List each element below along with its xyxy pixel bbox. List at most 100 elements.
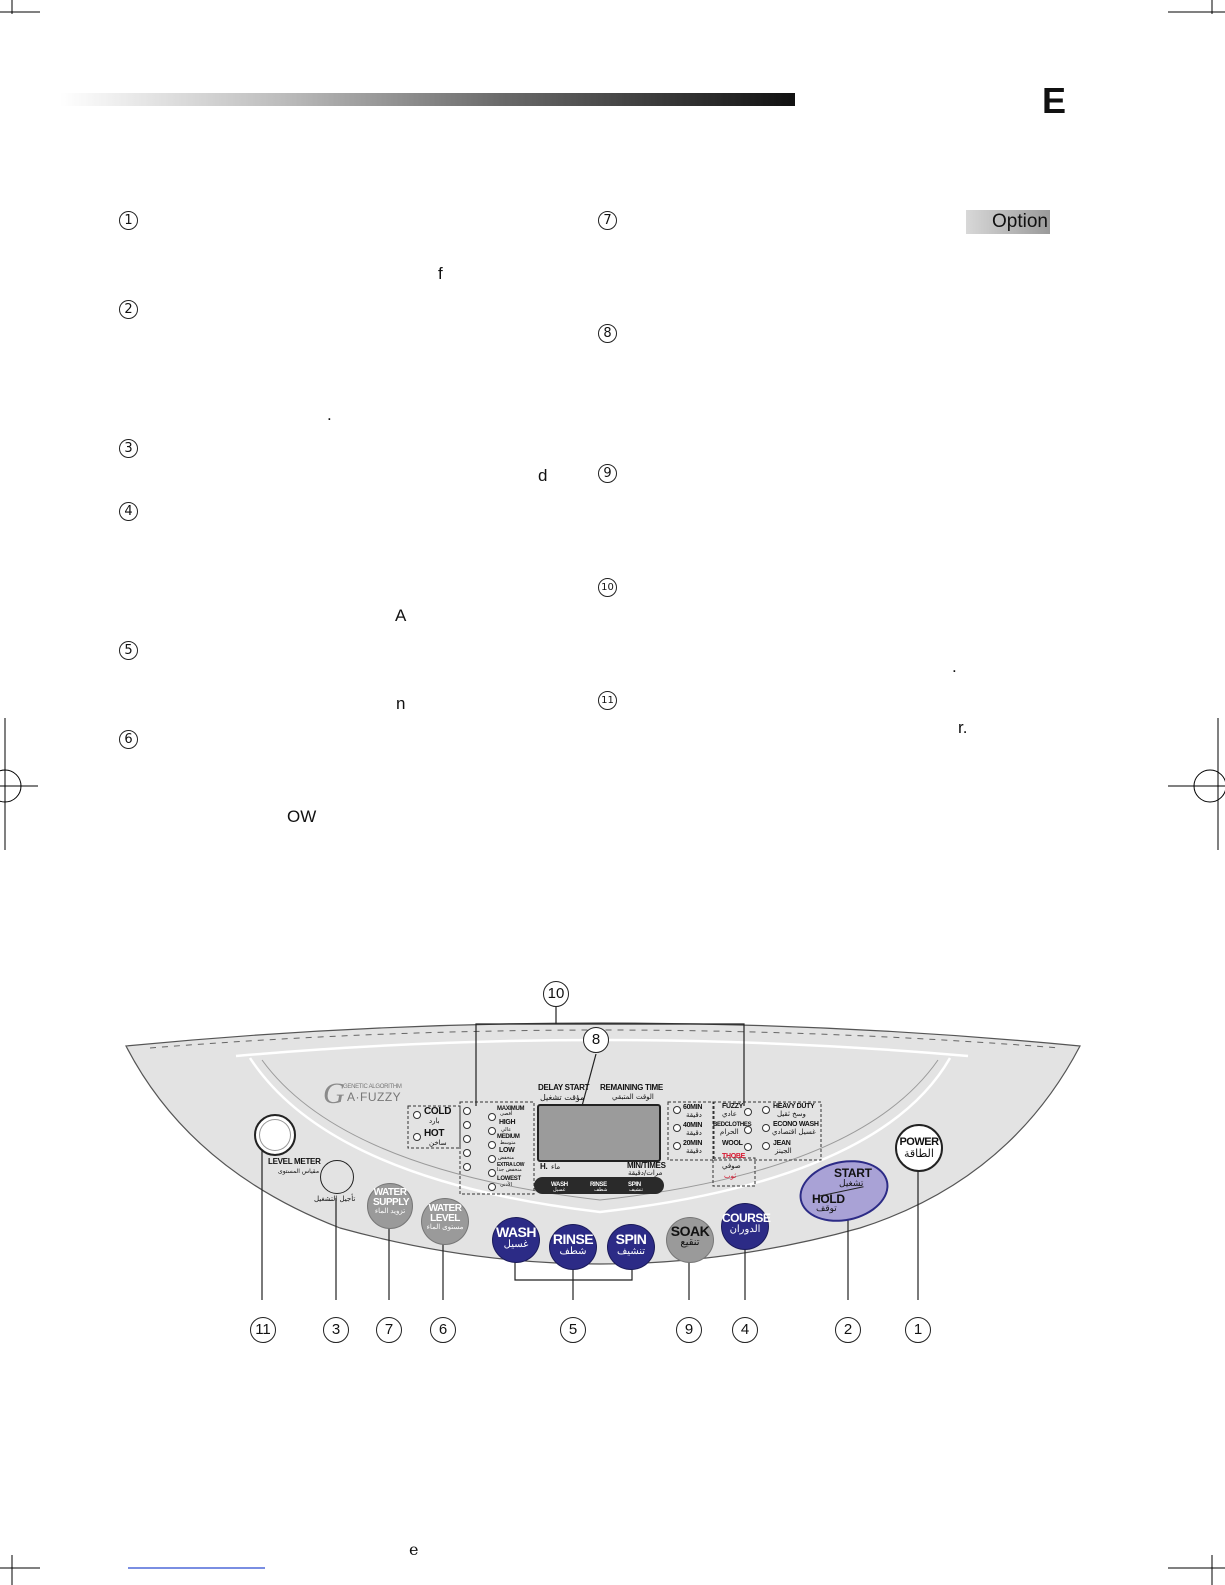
display-right-ar: مرات/دقيقة — [628, 1169, 663, 1177]
led-wool — [744, 1143, 752, 1151]
course-fuzzy: FUZZY — [722, 1103, 744, 1110]
led-level-5 — [463, 1163, 471, 1171]
led-level-9 — [488, 1155, 496, 1163]
soak-button[interactable]: SOAK تنقيع — [666, 1217, 714, 1263]
hold-ar: توقف — [816, 1204, 837, 1214]
item-marker-1: 1 — [119, 211, 138, 230]
item-marker-4: 4 — [119, 502, 138, 521]
delay-start-ar: مؤقت تشغيل — [540, 1093, 585, 1102]
delay-ar: تأجيل التشغيل — [314, 1195, 356, 1203]
soak-20min-ar: دقيقة — [686, 1147, 702, 1155]
level-meter-label: LEVEL METER — [268, 1157, 321, 1166]
callout-11: 11 — [250, 1317, 276, 1343]
callout-1: 1 — [905, 1317, 931, 1343]
level-extra-low: EXTRA LOW — [497, 1162, 525, 1168]
led-cold — [413, 1111, 421, 1119]
callout-8: 8 — [583, 1027, 609, 1053]
delay-button[interactable] — [320, 1160, 354, 1194]
soak-60min: 60MIN — [683, 1104, 703, 1111]
item-marker-11: 11 — [598, 691, 617, 710]
led-level-8 — [488, 1141, 496, 1149]
level-lowest: LOWEST — [497, 1176, 521, 1182]
course-econo-wash-ar: غسيل اقتصادي — [772, 1128, 816, 1136]
display-left-label: H. — [540, 1162, 548, 1171]
stage-bar — [534, 1177, 664, 1194]
led-econo-wash — [762, 1124, 770, 1132]
item-marker-9: 9 — [598, 464, 617, 483]
stage-spin: SPIN — [628, 1182, 641, 1188]
item-marker-10: 10 — [598, 578, 617, 597]
display-right-label: MIN/TIMES — [627, 1161, 666, 1170]
item-1-fragment: f — [438, 264, 443, 283]
section-letter: E — [1042, 80, 1067, 121]
temp-hot: HOT — [424, 1128, 445, 1139]
course-button[interactable]: COURSE الدوران — [721, 1203, 771, 1250]
callout-3: 3 — [323, 1317, 349, 1343]
soak-20min: 20MIN — [683, 1140, 703, 1147]
led-level-4 — [463, 1149, 471, 1157]
stage-spin-ar: تنشيف — [629, 1187, 644, 1193]
item-11-fragment: r. — [958, 718, 968, 737]
course-econo-wash: ECONO WASH — [773, 1121, 819, 1128]
item-marker-7: 7 — [598, 211, 617, 230]
item-10-fragment: . — [952, 657, 957, 676]
course-thobe-ar: ثوب — [724, 1172, 737, 1180]
callout-9: 9 — [676, 1317, 702, 1343]
item-4-fragment: A — [395, 606, 407, 625]
water-level-button[interactable]: WATER LEVEL مستوى الماء — [421, 1198, 469, 1245]
course-jean-ar: الجينز — [775, 1147, 792, 1155]
water-supply-button[interactable]: WATER SUPPLY تزويد الماء — [367, 1183, 413, 1229]
item-2-fragment: . — [327, 405, 332, 424]
power-button[interactable]: POWER الطاقة — [895, 1124, 943, 1172]
item-6-fragment: OW — [287, 807, 317, 826]
callout-7: 7 — [376, 1317, 402, 1343]
callout-2: 2 — [835, 1317, 861, 1343]
course-bedclothes: BEDCLOTHES — [713, 1122, 752, 1128]
level-high: HIGH — [499, 1119, 516, 1126]
level-maximum-ar: أقصى — [500, 1111, 513, 1117]
course-jean: JEAN — [773, 1140, 791, 1147]
stage-wash: WASH — [551, 1182, 568, 1188]
item-5-fragment: n — [396, 694, 406, 713]
stage-rinse-ar: شطف — [594, 1187, 608, 1193]
led-jean — [762, 1142, 770, 1150]
led-level-11 — [488, 1183, 496, 1191]
course-thobe: THOBE — [722, 1153, 746, 1160]
led-20min — [673, 1142, 681, 1150]
led-fuzzy — [744, 1108, 752, 1116]
wash-button[interactable]: WASH غسيل — [492, 1217, 540, 1263]
level-low: LOW — [499, 1147, 515, 1154]
led-heavy-duty — [762, 1106, 770, 1114]
level-high-ar: عالي — [501, 1127, 512, 1133]
level-low-ar: منخفض — [498, 1155, 515, 1161]
temp-cold-ar: بارد — [429, 1117, 440, 1125]
level-meter-dial — [254, 1114, 296, 1156]
level-medium: MEDIUM — [497, 1134, 520, 1140]
stage-wash-ar: غسيل — [553, 1187, 566, 1193]
start-label: START — [834, 1166, 872, 1180]
rinse-button[interactable]: RINSE شطف — [549, 1224, 597, 1270]
callout-5: 5 — [560, 1317, 586, 1343]
temp-hot-ar: ساخن — [429, 1139, 447, 1147]
course-heavy-duty-ar: وسخ ثقيل — [777, 1110, 806, 1118]
start-ar: تشغيل — [839, 1179, 864, 1189]
lcd-display — [537, 1104, 661, 1162]
course-wool: WOOL — [722, 1140, 743, 1147]
item-3-fragment: d — [538, 466, 548, 485]
led-level-1 — [463, 1107, 471, 1115]
led-level-2 — [463, 1121, 471, 1129]
course-fuzzy-ar: عادي — [722, 1110, 737, 1118]
course-heavy-duty: HEAVY DUTY — [773, 1103, 815, 1110]
item-marker-3: 3 — [119, 439, 138, 458]
callout-10: 10 — [543, 981, 569, 1007]
level-maximum: MAXIMUM — [497, 1106, 525, 1112]
spin-button[interactable]: SPIN تنشيف — [607, 1224, 655, 1270]
level-extra-low-ar: منخفض جدا — [497, 1167, 522, 1173]
led-bedclothes — [744, 1126, 752, 1134]
stage-rinse: RINSE — [590, 1182, 607, 1188]
soak-40min-ar: دقيقة — [686, 1129, 702, 1137]
remaining-time-ar: الوقت المتبقي — [612, 1093, 654, 1101]
footer-page-letter: e — [409, 1540, 419, 1559]
brand-logo: G — [323, 1077, 345, 1110]
